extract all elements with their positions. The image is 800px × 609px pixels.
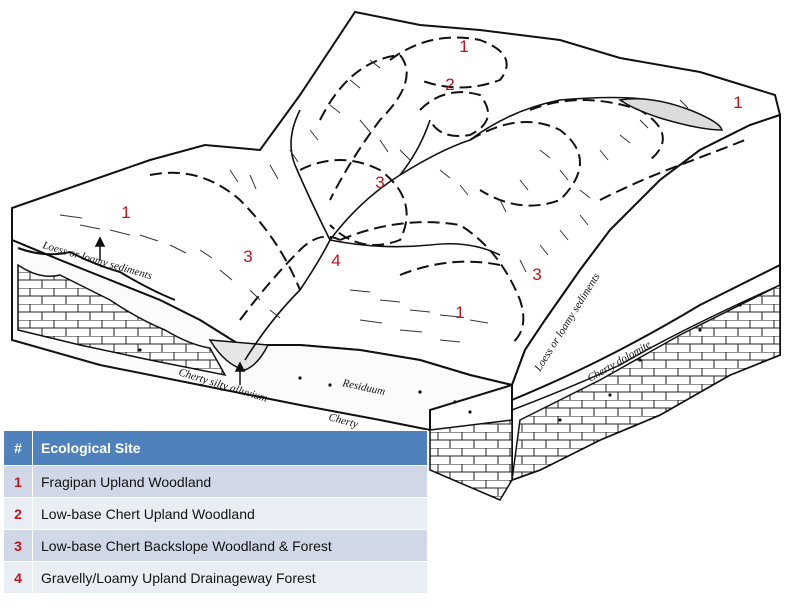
site-label: 1: [121, 203, 130, 222]
bedrock-left: [17, 263, 227, 377]
site-label: 3: [532, 265, 541, 284]
front-face-left: [11, 208, 516, 432]
legend-row-name: Low-base Chert Upland Woodland: [32, 497, 428, 530]
legend-row-num: 3: [3, 529, 33, 562]
bedrock-right: [511, 283, 781, 482]
legend-row: 4 Gravelly/Loamy Upland Drainageway Fore…: [3, 561, 428, 594]
ecological-site-legend: # Ecological Site 1 Fragipan Upland Wood…: [3, 430, 428, 594]
site-label: 1: [459, 37, 468, 56]
legend-row-num: 1: [3, 465, 33, 498]
site-label: 1: [455, 303, 464, 322]
sinkhole: [618, 98, 723, 131]
legend-header-num: #: [3, 430, 33, 466]
site-label: 2: [445, 75, 454, 94]
legend-row: 3 Low-base Chert Backslope Woodland & Fo…: [3, 529, 428, 562]
bedrock-front: [429, 419, 513, 501]
legend-row-name: Fragipan Upland Woodland: [32, 465, 428, 498]
legend-row-name: Gravelly/Loamy Upland Drainageway Forest: [32, 561, 428, 594]
site-label: 3: [375, 173, 384, 192]
site-label: 1: [733, 93, 742, 112]
legend-row-name: Low-base Chert Backslope Woodland & Fore…: [32, 529, 428, 562]
legend-row: 1 Fragipan Upland Woodland: [3, 465, 428, 498]
legend-row-num: 4: [3, 561, 33, 594]
site-label: 4: [331, 251, 340, 270]
legend-header-site: Ecological Site: [32, 430, 428, 466]
legend-row: 2 Low-base Chert Upland Woodland: [3, 497, 428, 530]
site-label: 3: [243, 247, 252, 266]
legend-row-num: 2: [3, 497, 33, 530]
